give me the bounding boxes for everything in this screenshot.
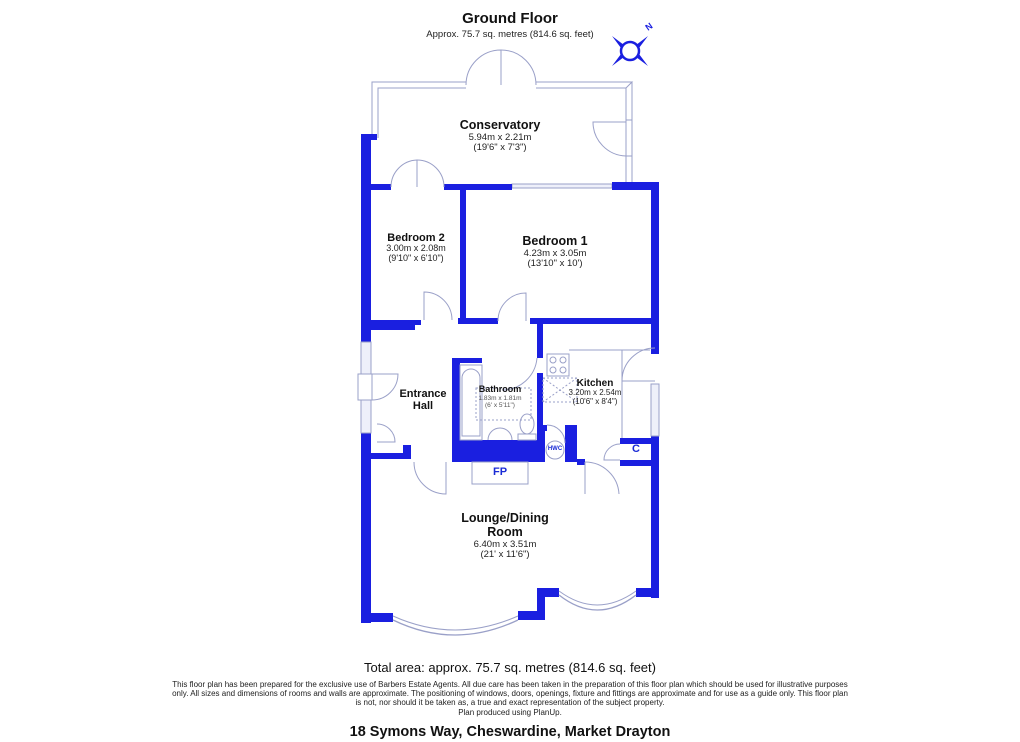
hwc-tag: HWC <box>547 446 563 452</box>
disclaimer: This floor plan has been prepared for th… <box>170 680 850 717</box>
fireplace-tag: FP <box>492 466 508 478</box>
fixtures-and-doors <box>357 159 660 636</box>
disclaimer-text: This floor plan has been prepared for th… <box>172 680 848 708</box>
room-label-bathroom: Bathroom 1.83m x 1.81m (6' x 5'11") <box>478 384 522 410</box>
floor-area-subtitle: Approx. 75.7 sq. metres (814.6 sq. feet) <box>426 29 594 40</box>
room-label-bedroom-2: Bedroom 2 3.00m x 2.08m (9'10" x 6'10") <box>386 232 446 263</box>
total-area: Total area: approx. 75.7 sq. metres (814… <box>364 660 656 675</box>
property-address: 18 Symons Way, Cheswardine, Market Drayt… <box>349 724 671 740</box>
svg-text:N: N <box>643 21 654 33</box>
floor-title: Ground Floor <box>462 10 558 27</box>
room-label-conservatory: Conservatory 5.94m x 2.21m (19'6" x 7'3"… <box>459 118 541 154</box>
north-compass-icon: N <box>612 21 654 66</box>
room-label-kitchen: Kitchen 3.20m x 2.54m (10'6" x 8'4") <box>568 378 622 406</box>
room-label-bedroom-1: Bedroom 1 4.23m x 3.05m (13'10" x 10') <box>522 234 588 270</box>
produced-by: Plan produced using PlanUp. <box>458 707 562 717</box>
room-label-lounge-dining: Lounge/Dining Room 6.40m x 3.51m (21' x … <box>461 511 549 560</box>
cupboard-tag: C <box>632 443 640 455</box>
room-label-entrance-hall: Entrance Hall <box>399 388 447 413</box>
